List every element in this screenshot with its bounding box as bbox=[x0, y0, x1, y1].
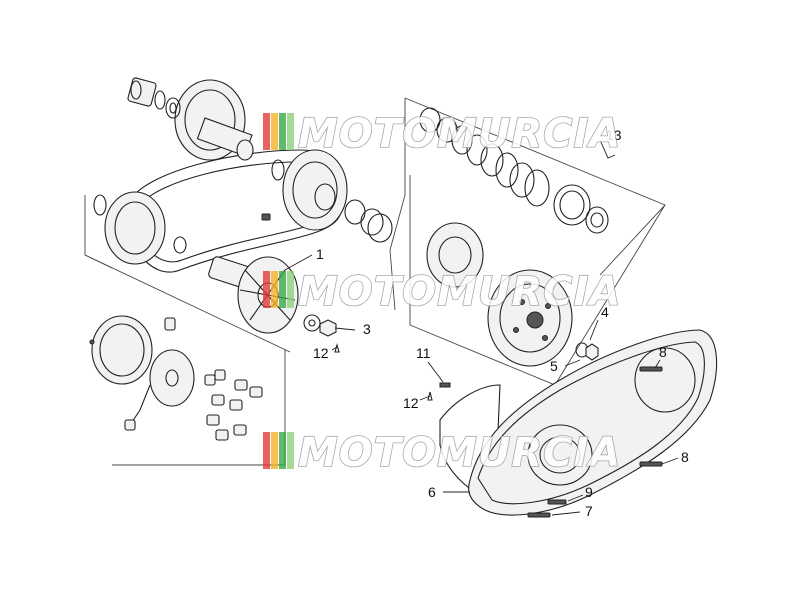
callout-12-lower: 12 bbox=[403, 395, 419, 411]
transmission-cover bbox=[467, 329, 718, 516]
callout-8-upper: 8 bbox=[659, 344, 667, 360]
watermark-middle: MOTOMURCIA bbox=[263, 268, 621, 316]
watermark-text-middle: MOTOMURCIA bbox=[298, 269, 621, 315]
callout-3: 3 bbox=[363, 321, 371, 337]
screw-9 bbox=[547, 499, 567, 505]
callout-11: 11 bbox=[416, 345, 431, 361]
driven-pulley bbox=[261, 149, 393, 243]
needle-bearing bbox=[127, 77, 157, 107]
callout-4: 4 bbox=[601, 304, 609, 320]
clutch-bell bbox=[93, 191, 187, 265]
callout-5: 5 bbox=[550, 358, 558, 374]
watermark-bottom: MOTOMURCIA bbox=[263, 429, 621, 477]
clutch-housing bbox=[487, 269, 573, 367]
assembly-frame-lines bbox=[84, 97, 666, 466]
roller-ramp-plate bbox=[124, 349, 195, 431]
screw-7 bbox=[527, 512, 551, 518]
callout-1: 1 bbox=[316, 246, 324, 262]
watermark-text-bottom: MOTOMURCIA bbox=[298, 430, 621, 476]
screw-8-upper bbox=[639, 366, 663, 372]
screw-11 bbox=[439, 382, 451, 388]
variator-plate bbox=[89, 315, 176, 385]
callout-9: 9 bbox=[585, 484, 593, 500]
nut-washer bbox=[575, 342, 599, 361]
leader-lines bbox=[284, 139, 679, 516]
watermark-text-top: MOTOMURCIA bbox=[298, 111, 621, 157]
washer-nut bbox=[303, 314, 337, 337]
callout-8-lower: 8 bbox=[681, 449, 689, 465]
callout-12-upper: 12 bbox=[313, 345, 329, 361]
small-pin bbox=[334, 342, 340, 353]
front-pulley-half bbox=[174, 79, 254, 161]
clutch-shoes bbox=[426, 222, 484, 288]
callout-13: 13 bbox=[606, 127, 622, 143]
clutch-spring bbox=[419, 107, 609, 234]
roller-weights bbox=[204, 369, 263, 441]
callout-6: 6 bbox=[428, 484, 436, 500]
watermark-top: MOTOMURCIA bbox=[263, 110, 621, 158]
seal-rings bbox=[154, 90, 181, 119]
callout-7: 7 bbox=[585, 503, 593, 519]
screw-8-lower bbox=[639, 461, 663, 467]
